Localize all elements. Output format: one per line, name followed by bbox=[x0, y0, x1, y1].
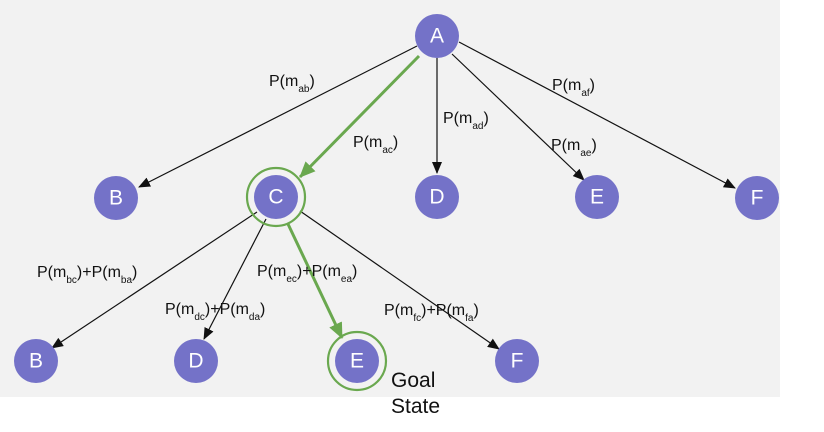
node-b-level1: B bbox=[94, 176, 138, 220]
node-c-level1: C bbox=[245, 166, 307, 228]
node-d-level1-label: D bbox=[429, 186, 444, 209]
node-e-level2-goal: E bbox=[326, 330, 388, 392]
edge-label-ce: P(mec)+P(mea) bbox=[257, 263, 357, 285]
node-b-level1-label: B bbox=[109, 187, 123, 210]
node-b-level2: B bbox=[14, 339, 58, 383]
edge-label-ad: P(mad) bbox=[443, 110, 489, 132]
edge-label-ac: P(mac) bbox=[353, 134, 398, 156]
edge-a-e bbox=[451, 53, 585, 181]
node-e-level1: E bbox=[575, 175, 619, 219]
edge-a-c-highlight bbox=[298, 54, 421, 179]
highlight-ring bbox=[245, 166, 307, 228]
node-b-level2-label: B bbox=[29, 350, 43, 373]
edge-label-cd: P(mdc)+P(mda) bbox=[165, 301, 265, 323]
edge-label-ae: P(mae) bbox=[551, 137, 597, 159]
node-e-level1-label: E bbox=[590, 186, 604, 209]
node-a: A bbox=[415, 14, 459, 58]
node-a-label: A bbox=[430, 25, 444, 48]
goal-label-line2: State bbox=[391, 395, 440, 418]
node-f-level1: F bbox=[735, 176, 779, 220]
edge-label-af: P(maf) bbox=[552, 77, 595, 99]
node-d-level1: D bbox=[415, 175, 459, 219]
edge-a-b bbox=[138, 45, 418, 188]
edge-c-b bbox=[51, 211, 258, 349]
node-e-level2-label: E bbox=[350, 350, 364, 373]
edge-c-e-highlight bbox=[286, 223, 344, 339]
edge-c-f bbox=[299, 210, 500, 350]
edge-a-f bbox=[458, 41, 736, 189]
node-d-level2: D bbox=[174, 339, 218, 383]
edge-c-d bbox=[203, 218, 267, 340]
node-f-level2: F bbox=[495, 339, 539, 383]
node-f-level2-label: F bbox=[511, 350, 524, 373]
edge-label-ab: P(mab) bbox=[269, 73, 315, 95]
node-c-level1-label: C bbox=[268, 186, 283, 209]
node-f-level1-label: F bbox=[751, 187, 764, 210]
edge-label-cb: P(mbc)+P(mba) bbox=[37, 264, 137, 286]
goal-label-line1: Goal bbox=[391, 369, 435, 392]
edge-label-cf: P(mfc)+P(mfa) bbox=[384, 302, 479, 324]
node-d-level2-label: D bbox=[188, 350, 203, 373]
goal-highlight-ring bbox=[326, 330, 388, 392]
